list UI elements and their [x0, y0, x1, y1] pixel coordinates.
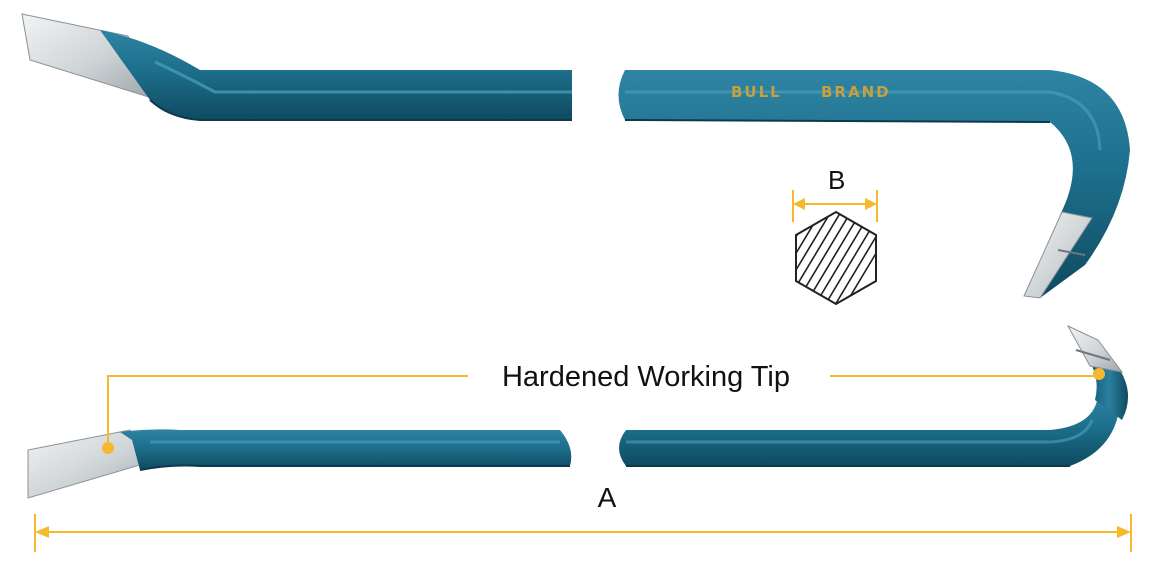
bottom-left-shaft — [120, 429, 572, 470]
bottom-right-claw-tip — [1066, 324, 1124, 373]
callout-dot-right — [1093, 368, 1105, 380]
dimension-b-label: B — [828, 165, 845, 195]
top-bar: BULL BRAND — [21, 13, 1130, 299]
bottom-left-tip — [27, 429, 151, 499]
hardened-tip-label: Hardened Working Tip — [502, 361, 790, 393]
hex-cross-section — [795, 210, 877, 306]
bottom-right-shaft — [619, 395, 1120, 466]
callout-dot-left — [102, 442, 114, 454]
brand-text-brand: BRAND — [821, 83, 891, 101]
dimension-b: B — [792, 165, 878, 222]
top-right-claw-tip — [1023, 211, 1093, 299]
hardened-tip-callout: Hardened Working Tip — [102, 361, 1105, 454]
brand-text-bull: BULL — [731, 83, 782, 101]
bottom-bar — [27, 324, 1129, 499]
top-left-bend — [100, 30, 572, 120]
dimension-a-label: A — [598, 482, 617, 513]
dimension-a: A — [34, 482, 1132, 552]
